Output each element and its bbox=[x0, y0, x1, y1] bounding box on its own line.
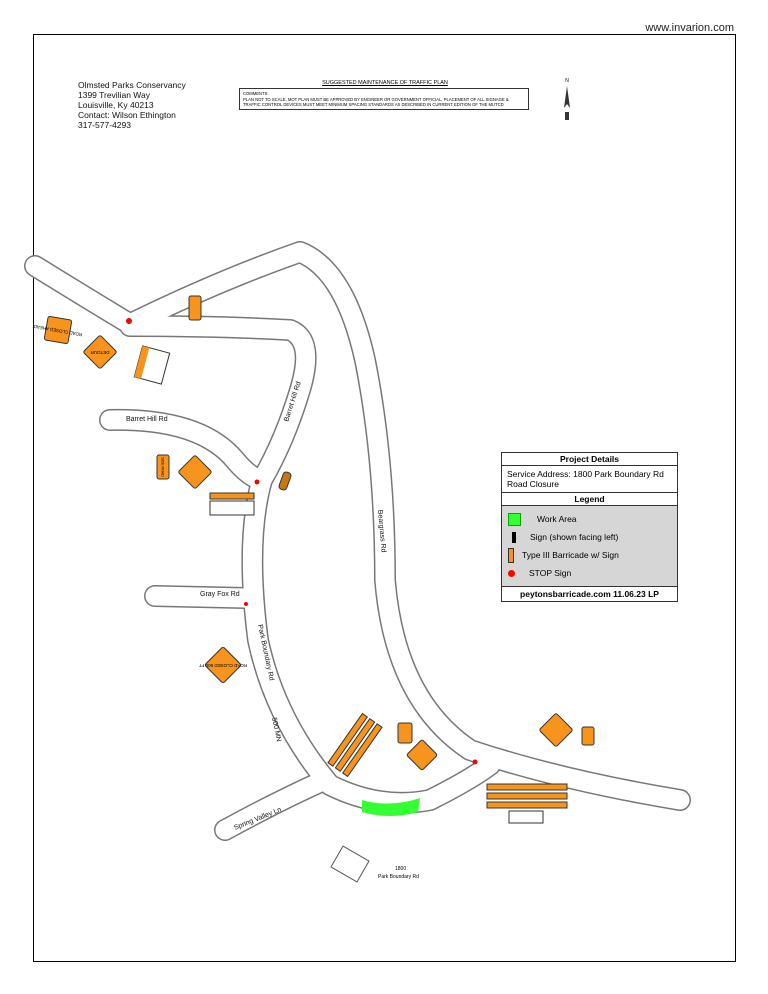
legend-footer: peytonsbarricade.com 11.06.23 LP bbox=[520, 589, 659, 599]
sign-side-road-2 bbox=[397, 722, 413, 744]
comments-label: COMMENTS: bbox=[243, 91, 269, 96]
contact-block: Olmsted Parks Conservancy 1399 Trevilian… bbox=[78, 80, 186, 130]
north-arrow: N bbox=[563, 78, 571, 122]
sign-road-closed-500: ROAD CLOSED 500 FT bbox=[199, 646, 248, 684]
north-label: N bbox=[565, 78, 569, 84]
drawing-frame bbox=[33, 34, 736, 962]
sign-road-closed-ahead-2 bbox=[178, 455, 212, 489]
stop-signs bbox=[126, 318, 478, 765]
sign-road-closed-ahead: ROAD CLOSED AHEAD bbox=[32, 315, 83, 345]
road-label-gray-fox: Gray Fox Rd bbox=[200, 591, 240, 598]
phone: 317-577-4293 bbox=[78, 120, 131, 130]
contact: Contact: Wilson Ethington bbox=[78, 110, 176, 120]
plan-title: SUGGESTED MAINTENANCE OF TRAFFIC PLAN bbox=[322, 80, 448, 86]
service-address: Service Address: 1800 Park Boundary Rd bbox=[507, 469, 664, 479]
sign-road-closed-ahead-3 bbox=[539, 713, 573, 747]
sign-detour: DETOUR bbox=[83, 335, 117, 369]
street: 1399 Trevilian Way bbox=[78, 90, 150, 100]
road-label-barret-hill-west: Barret Hill Rd bbox=[126, 416, 168, 423]
legend: Work Area Sign (shown facing left) Type … bbox=[502, 505, 677, 587]
sign-icon bbox=[512, 531, 516, 543]
legend-title: Legend bbox=[574, 494, 605, 504]
project-details-panel: Project Details Service Address: 1800 Pa… bbox=[501, 452, 678, 602]
project-title: Project Details bbox=[502, 453, 677, 466]
work-area-icon bbox=[508, 512, 521, 526]
org-name: Olmsted Parks Conservancy bbox=[78, 80, 186, 90]
sign-side-road: SIDE ROAD bbox=[156, 454, 170, 480]
svg-text:DETOUR: DETOUR bbox=[90, 350, 110, 355]
barricade-icon bbox=[508, 547, 514, 563]
watermark: www.invarion.com bbox=[645, 22, 734, 34]
city: Louisville, Ky 40213 bbox=[78, 100, 154, 110]
sign-side-road-text: SIDE ROAD bbox=[161, 457, 165, 477]
sign-detour-arrow bbox=[188, 295, 202, 321]
legend-item: Type III Barricade w/ Sign bbox=[522, 550, 619, 560]
site-marker bbox=[330, 845, 370, 883]
road-label-beargrass: Beargrass Rd bbox=[376, 510, 387, 553]
stop-sign-icon bbox=[508, 569, 515, 577]
sign-road-closed-2 bbox=[406, 739, 438, 771]
barricades bbox=[133, 345, 568, 824]
comments-box: COMMENTS:PLAN NOT TO SCALE, MOT PLAN MUS… bbox=[239, 88, 529, 110]
legend-item: STOP Sign bbox=[529, 568, 572, 578]
legend-item: Sign (shown facing left) bbox=[530, 532, 619, 542]
north-arrow-icon bbox=[564, 86, 570, 120]
project-type: Road Closure bbox=[507, 479, 559, 489]
legend-item: Work Area bbox=[537, 514, 577, 524]
work-area bbox=[362, 798, 420, 816]
svg-text:ROAD CLOSED 500 FT: ROAD CLOSED 500 FT bbox=[199, 663, 248, 668]
distance-label: 500 MN bbox=[270, 717, 282, 742]
signs: ROAD CLOSED AHEAD DETOUR SIDE ROAD ROAD … bbox=[32, 295, 595, 771]
sign-side-road-3 bbox=[581, 726, 595, 746]
site-label-1: 1800 bbox=[395, 866, 406, 872]
comments-text: PLAN NOT TO SCALE, MOT PLAN MUST BE APPR… bbox=[243, 96, 509, 108]
site-label-2: Park Boundary Rd bbox=[378, 874, 419, 880]
